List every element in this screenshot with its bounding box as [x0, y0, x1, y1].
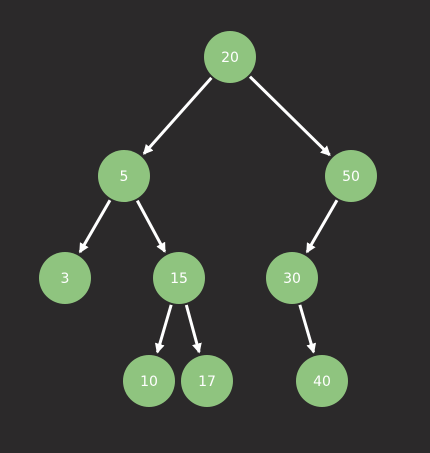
tree-node-circle: [123, 355, 175, 407]
tree-node-circle: [153, 252, 205, 304]
tree-node-circle: [98, 150, 150, 202]
edges-layer: [78, 75, 339, 354]
tree-node-label: 50: [342, 169, 360, 185]
tree-node-circle: [296, 355, 348, 407]
tree-node-circle: [325, 150, 377, 202]
tree-edge-50-to-30: [305, 199, 339, 254]
tree-node-label: 40: [313, 374, 331, 390]
tree-edge-20-to-50: [248, 75, 331, 157]
tree-node-circle: [204, 31, 256, 83]
tree-node-20: 20: [204, 31, 256, 83]
tree-node-label: 17: [198, 374, 216, 390]
tree-edge-15-to-17: [184, 304, 202, 354]
nodes-layer: 20 5 50 3 15 30 10 17 40: [39, 31, 377, 407]
tree-node-circle: [181, 355, 233, 407]
tree-edge-5-to-15: [135, 199, 167, 253]
tree-node-label: 10: [140, 374, 158, 390]
tree-node-circle: [39, 252, 91, 304]
tree-node-5: 5: [98, 150, 150, 202]
tree-node-label: 3: [61, 271, 70, 287]
tree-node-label: 20: [221, 50, 239, 66]
tree-edge-20-to-5: [142, 76, 213, 155]
tree-edge-15-to-10: [154, 304, 173, 354]
tree-node-label: 30: [283, 271, 301, 287]
tree-node-3: 3: [39, 252, 91, 304]
tree-node-17: 17: [181, 355, 233, 407]
tree-node-label: 15: [170, 271, 188, 287]
tree-node-50: 50: [325, 150, 377, 202]
tree-edge-5-to-3: [78, 199, 112, 254]
tree-node-30: 30: [266, 252, 318, 304]
tree-node-10: 10: [123, 355, 175, 407]
tree-node-40: 40: [296, 355, 348, 407]
tree-edge-30-to-40: [298, 304, 317, 354]
tree-node-circle: [266, 252, 318, 304]
tree-node-label: 5: [120, 169, 129, 185]
tree-node-15: 15: [153, 252, 205, 304]
